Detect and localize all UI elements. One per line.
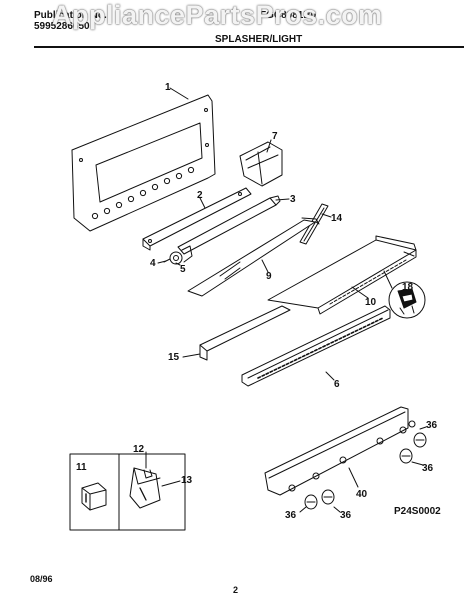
- publication-number: 5995286650: [34, 21, 90, 32]
- callout-13: 13: [181, 475, 193, 486]
- part-6-vent-strip: [241, 305, 391, 387]
- leader-36b: [411, 461, 424, 466]
- leader-36a: [419, 426, 427, 430]
- leader-2: [199, 197, 206, 209]
- callout-6: 6: [334, 379, 340, 390]
- leader-7: [266, 139, 272, 153]
- callout-36a: 36: [426, 420, 438, 431]
- part-11-ballast: [81, 482, 107, 511]
- footer-page-number: 2: [233, 585, 239, 595]
- part-14-trim-strip: [299, 203, 329, 245]
- callout-4: 4: [150, 258, 156, 269]
- part-9-light-lens: [187, 217, 320, 297]
- callout-18: 18: [402, 282, 414, 293]
- callout-9: 9: [266, 271, 272, 282]
- callout-14: 14: [331, 213, 343, 224]
- callout-40: 40: [356, 489, 368, 500]
- leader-15: [182, 353, 201, 358]
- leader-10: [351, 286, 369, 299]
- header-rule: [34, 46, 464, 48]
- figure-code: P24S0002: [394, 506, 441, 517]
- part-10-light-tray: [267, 235, 417, 315]
- part-18-switch-inset: [383, 270, 426, 319]
- callout-36b: 36: [422, 463, 434, 474]
- callout-7: 7: [272, 131, 278, 142]
- callout-12: 12: [133, 444, 145, 455]
- callout-11: 11: [76, 462, 87, 473]
- callout-10: 10: [365, 297, 377, 308]
- callout-36d: 36: [340, 510, 352, 521]
- callout-36c: 36: [285, 510, 297, 521]
- leader-5: [175, 262, 181, 266]
- section-title: SPLASHER/LIGHT: [215, 34, 303, 45]
- part-36-control-knobs: [304, 432, 427, 510]
- watermark: AppliancePartsPros.com: [52, 0, 383, 30]
- part-1-backguard-panel: [71, 94, 216, 232]
- part-40-control-panel: [264, 406, 416, 496]
- publication-label: Publication No.: [34, 10, 107, 21]
- part-15-long-bracket: [199, 305, 291, 361]
- leader-9: [261, 259, 269, 273]
- model-number: FGC8981B0: [260, 10, 317, 21]
- part-7-bracket: [239, 141, 283, 187]
- leader-14: [321, 213, 332, 218]
- leader-40: [348, 467, 359, 488]
- callout-15: 15: [168, 352, 180, 363]
- callout-2: 2: [197, 190, 203, 201]
- callout-1: 1: [165, 82, 171, 93]
- leader-1: [169, 87, 189, 100]
- part-2-lamp-rail: [142, 187, 252, 251]
- leader-36c: [299, 506, 307, 513]
- part-12-ballast-starter: [129, 467, 161, 509]
- callout-3: 3: [290, 194, 296, 205]
- leader-36d: [333, 506, 341, 513]
- footer-date: 08/96: [30, 574, 53, 584]
- leader-4: [157, 260, 167, 264]
- part-3-fluorescent-tube: [177, 195, 281, 255]
- leader-3: [275, 198, 290, 201]
- callout-5: 5: [180, 264, 186, 275]
- leader-6: [325, 371, 335, 381]
- leader-13: [161, 480, 181, 487]
